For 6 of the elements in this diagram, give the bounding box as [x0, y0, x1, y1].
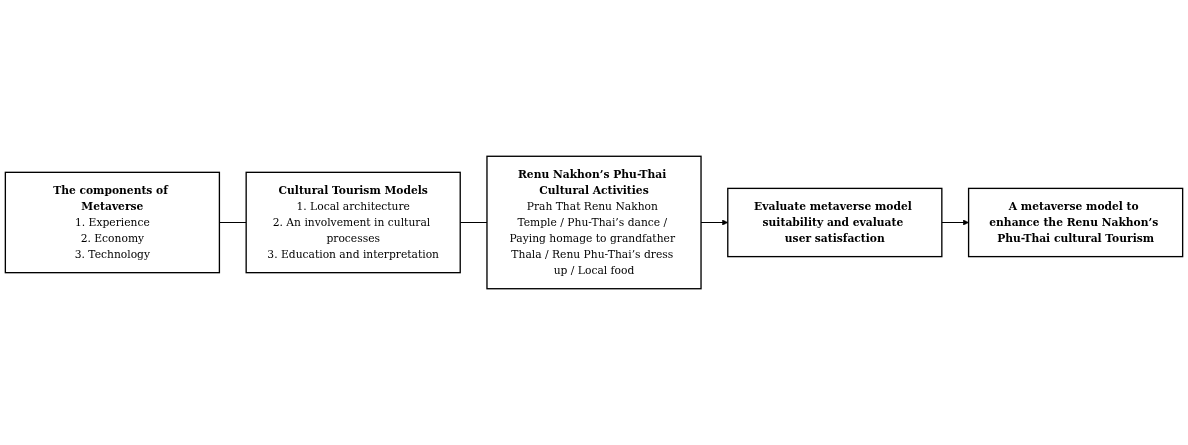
arrow: [941, 219, 969, 226]
node-box: Renu Nakhon’s Phu-Thai Cultural Activities Prah That Renu Nakhon Temple / Phu-Thai’s dance / Paying homage to grandfather Thala / Renu Phu-Thai’s dress up / Local food: [486, 155, 702, 290]
node-box: Cultural Tourism Models 1. Local architecture 2. An involvement in cultural processes 3. Education and interpretation: [245, 171, 461, 274]
node-box: A metaverse model to enhance the Renu Nakhon’s Phu-Thai cultural Tourism: [967, 187, 1184, 258]
node-box: The components of Metaverse 1. Experience 2. Economy 3. Technology: [4, 171, 221, 274]
node-box: Evaluate metaverse model suitability and evaluate user satisfaction: [727, 187, 943, 258]
